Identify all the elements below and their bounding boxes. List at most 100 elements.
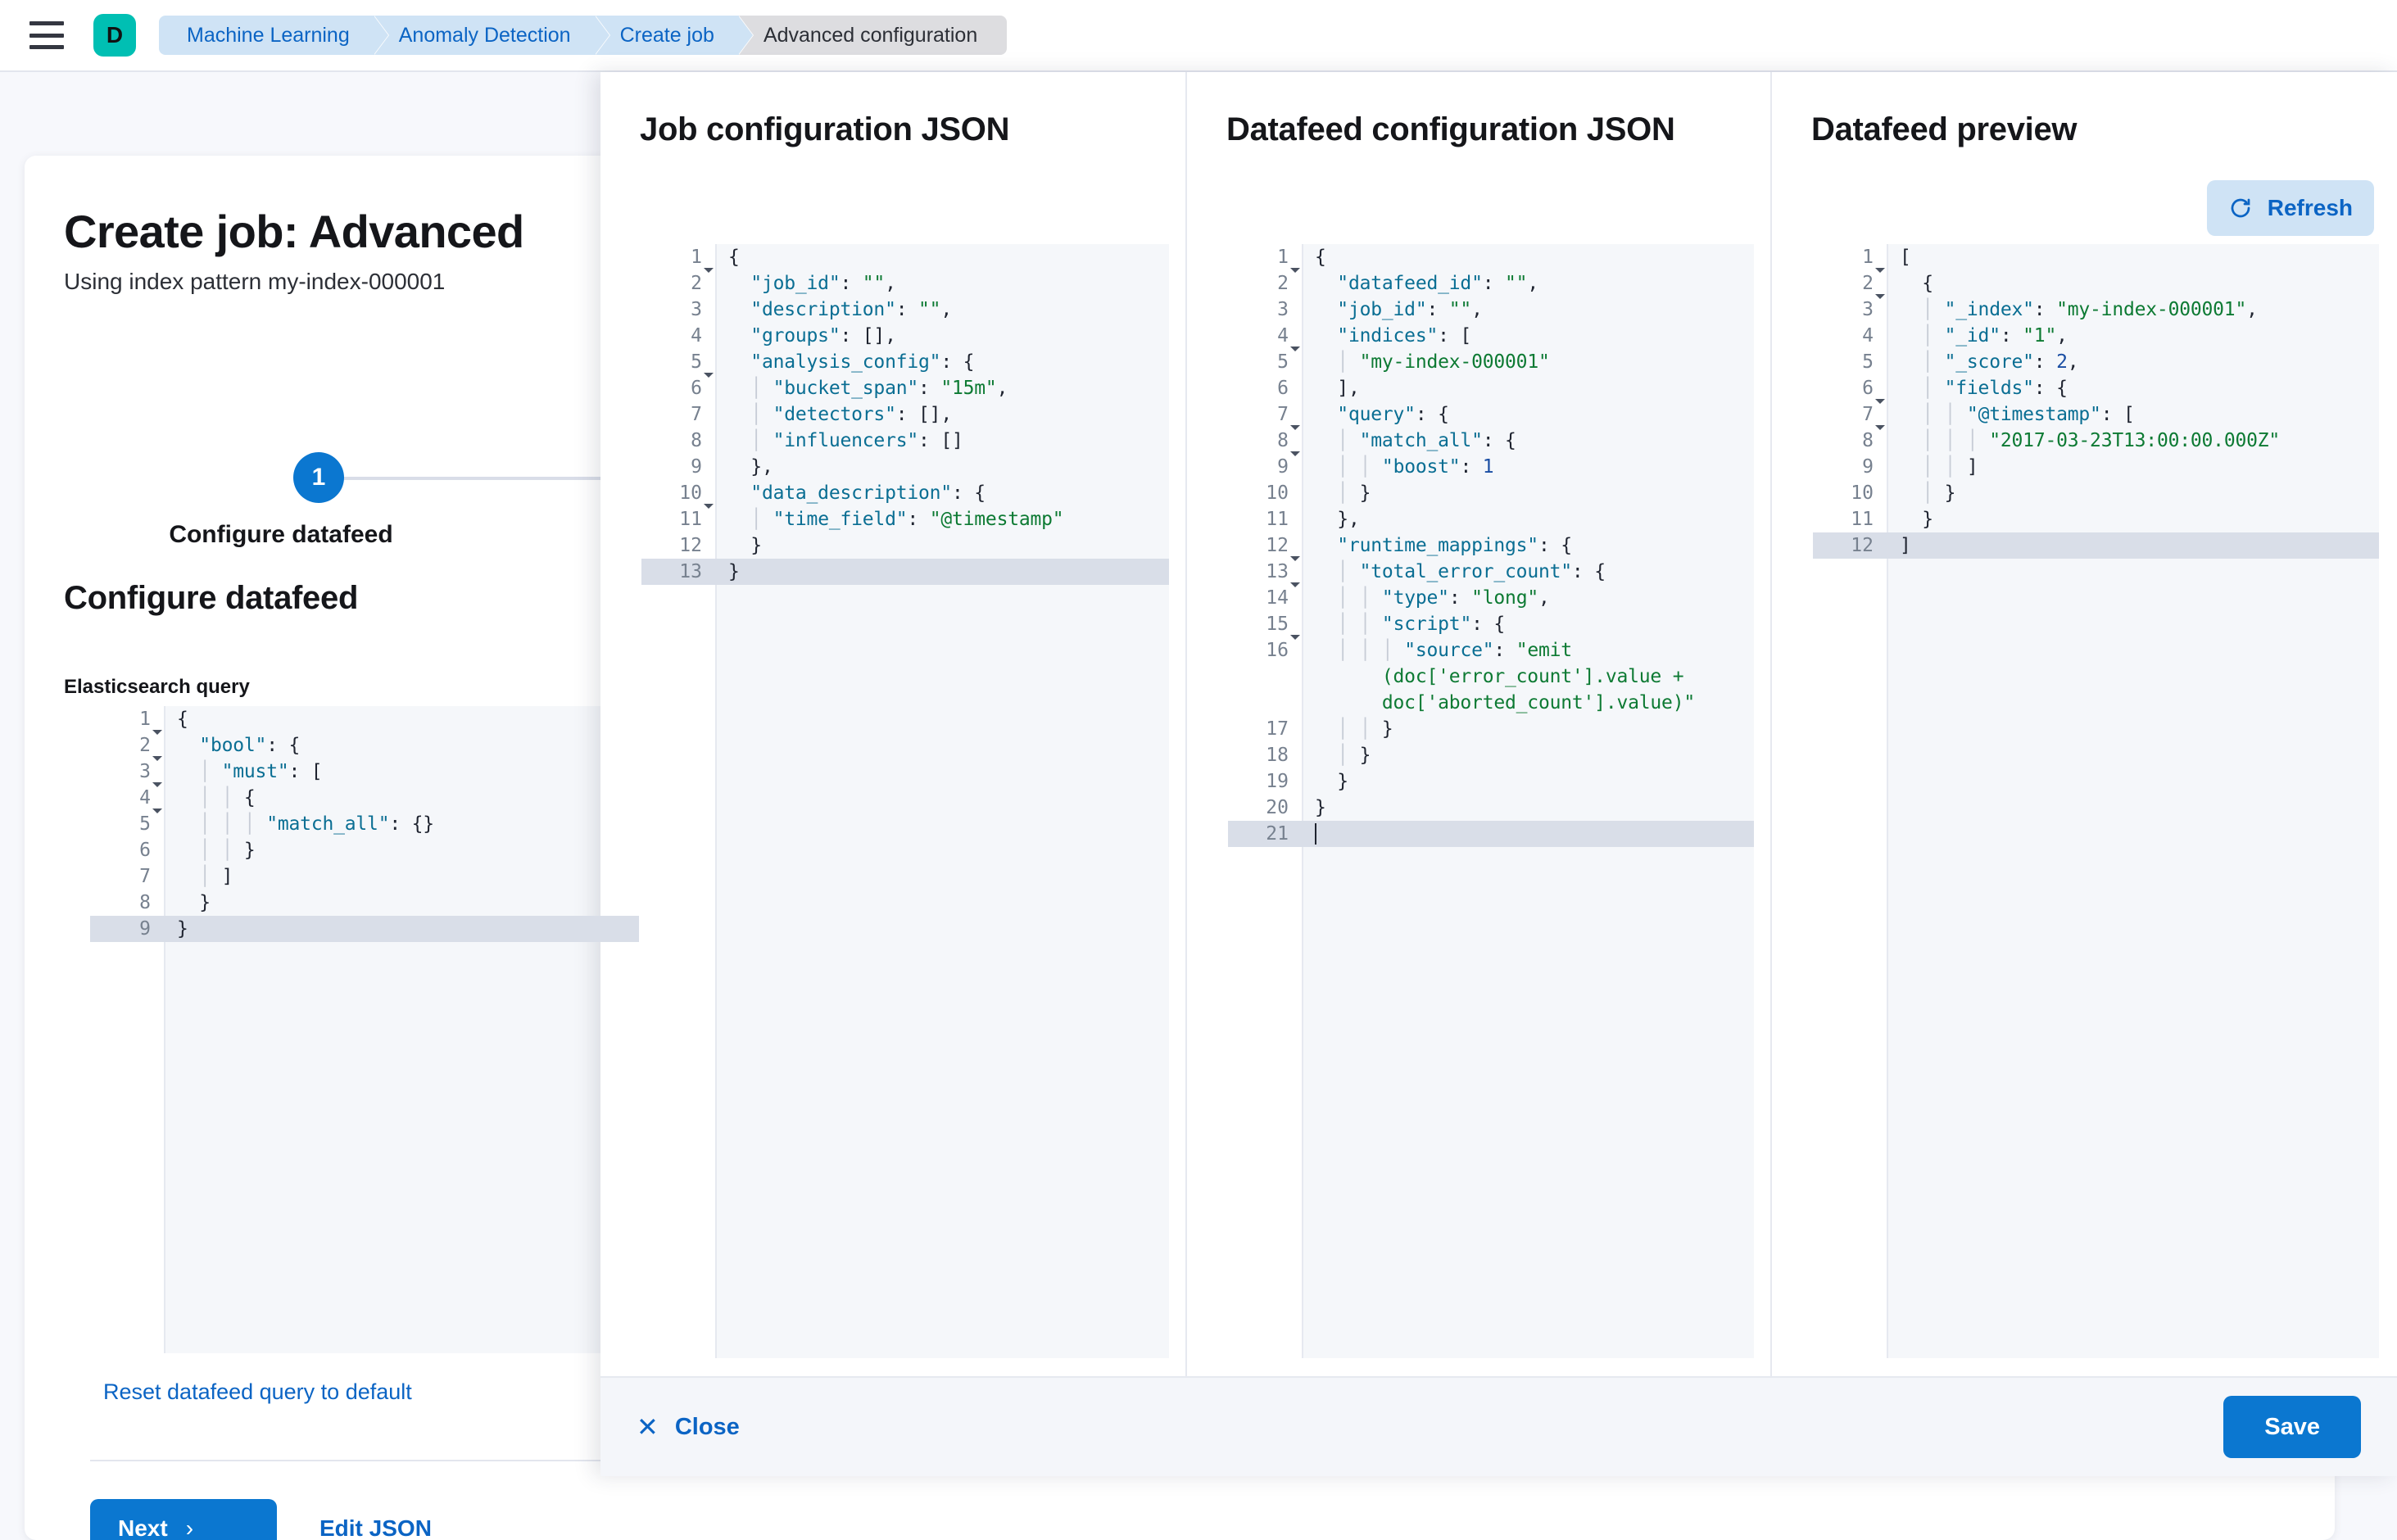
code-line[interactable]: 8 │ "influencers": [] xyxy=(641,428,1169,454)
edit-json-button[interactable]: Edit JSON xyxy=(319,1499,432,1540)
code-line[interactable]: 17 │ │ } xyxy=(1228,716,1754,742)
code-token xyxy=(728,273,750,294)
hamburger-menu-icon[interactable] xyxy=(29,21,64,49)
code-line[interactable]: 6 │ "bucket_span": "15m", xyxy=(641,375,1169,401)
code-line[interactable]: 21 xyxy=(1228,821,1754,847)
code-line[interactable]: 6 │ "fields": { xyxy=(1813,375,2379,404)
code-line[interactable]: 7 │ ] xyxy=(90,863,639,890)
code-line[interactable]: 5 │ "_score": 2, xyxy=(1813,349,2379,375)
code-token: │ xyxy=(199,840,211,861)
line-number: 4 xyxy=(1277,325,1289,346)
code-line[interactable]: 2 "job_id": "", xyxy=(641,270,1169,297)
line-number: 1 xyxy=(139,709,151,730)
code-line[interactable]: 4 │ "_id": "1", xyxy=(1813,323,2379,349)
code-line[interactable]: 3 │ "_index": "my-index-000001", xyxy=(1813,297,2379,323)
editor-lines[interactable]: 1[2 {3 │ "_index": "my-index-000001",4 │… xyxy=(1813,244,2379,559)
code-line[interactable]: 4 "groups": [], xyxy=(641,323,1169,349)
code-line[interactable]: 13} xyxy=(641,559,1169,585)
job-configuration-editor[interactable]: 1{2 "job_id": "",3 "description": "",4 "… xyxy=(600,244,1185,1376)
code-line[interactable]: 1[ xyxy=(1813,244,2379,273)
code-line[interactable]: 8 │ "match_all": { xyxy=(1228,428,1754,456)
line-number: 9 xyxy=(1277,456,1289,478)
code-token: "boost" xyxy=(1381,456,1461,478)
code-line[interactable]: 18 │ } xyxy=(1228,742,1754,768)
space-avatar[interactable]: D xyxy=(93,14,136,57)
code-line[interactable]: 8 │ │ │ "2017-03-23T13:00:00.000Z" xyxy=(1813,428,2379,454)
code-line[interactable]: 11 } xyxy=(1813,506,2379,532)
code-line[interactable]: 11 │ "time_field": "@timestamp" xyxy=(641,506,1169,532)
code-line[interactable]: 12] xyxy=(1813,532,2379,559)
close-button[interactable]: ✕ Close xyxy=(637,1414,740,1441)
code-line[interactable]: 2 { xyxy=(1813,270,2379,299)
code-line[interactable]: 3 "description": "", xyxy=(641,297,1169,323)
line-number: 12 xyxy=(1851,535,1874,556)
code-token: }, xyxy=(1315,509,1360,530)
editor-lines[interactable]: 1{2 "bool": {3 │ "must": [4 │ │ {5 │ │ │… xyxy=(90,706,639,942)
code-token: │ xyxy=(1337,587,1348,609)
code-line[interactable]: 5 "analysis_config": { xyxy=(641,349,1169,378)
code-token: "my-index-000001" xyxy=(1359,351,1550,373)
code-line[interactable]: 11 }, xyxy=(1228,506,1754,532)
reset-datafeed-query-link[interactable]: Reset datafeed query to default xyxy=(103,1379,412,1404)
breadcrumb-item-1[interactable]: Anomaly Detection xyxy=(374,16,609,55)
editor-lines[interactable]: 1{2 "datafeed_id": "",3 "job_id": "",4 "… xyxy=(1228,244,1754,847)
code-token xyxy=(1955,430,1967,451)
code-line[interactable]: 1{ xyxy=(641,244,1169,273)
code-line[interactable]: 1{ xyxy=(1228,244,1754,273)
step-circle-1[interactable]: 1 xyxy=(293,452,344,503)
save-button[interactable]: Save xyxy=(2223,1396,2361,1458)
code-line[interactable]: 5 │ "my-index-000001" xyxy=(1228,349,1754,375)
breadcrumb-item-3[interactable]: Advanced configuration xyxy=(738,16,1008,55)
elasticsearch-query-editor[interactable]: 1{2 "bool": {3 │ "must": [4 │ │ {5 │ │ │… xyxy=(90,706,639,1353)
code-token: : [ xyxy=(288,761,323,782)
code-line[interactable]: 20} xyxy=(1228,795,1754,821)
breadcrumb-item-2[interactable]: Create job xyxy=(595,16,754,55)
code-line[interactable]: 6 ], xyxy=(1228,375,1754,401)
code-token: 1 xyxy=(1482,456,1494,478)
code-line[interactable]: 1{ xyxy=(90,706,639,735)
code-line[interactable]: 12 "runtime_mappings": { xyxy=(1228,532,1754,561)
breadcrumb-item-0[interactable]: Machine Learning xyxy=(159,16,388,55)
code-line[interactable]: 19 } xyxy=(1228,768,1754,795)
code-line[interactable]: 7 │ │ "@timestamp": [ xyxy=(1813,401,2379,430)
code-line[interactable]: 7 │ "detectors": [], xyxy=(641,401,1169,428)
code-line[interactable]: 14 │ │ "type": "long", xyxy=(1228,585,1754,611)
code-line[interactable]: 9 │ │ "boost": 1 xyxy=(1228,454,1754,480)
code-line[interactable]: 4 │ │ { xyxy=(90,785,639,813)
next-button[interactable]: Next › xyxy=(90,1499,277,1540)
code-line[interactable]: 9 │ │ ] xyxy=(1813,454,2379,480)
code-line[interactable]: 10 │ } xyxy=(1813,480,2379,506)
code-line[interactable]: 16 │ │ │ "source": "emit xyxy=(1228,637,1754,664)
datafeed-configuration-editor[interactable]: 1{2 "datafeed_id": "",3 "job_id": "",4 "… xyxy=(1187,244,1770,1376)
code-text: } xyxy=(1303,771,1348,792)
code-token xyxy=(1933,456,1945,478)
code-token: │ xyxy=(1944,456,1956,478)
code-token xyxy=(762,430,773,451)
editor-lines[interactable]: 1{2 "job_id": "",3 "description": "",4 "… xyxy=(641,244,1169,585)
code-line[interactable]: 13 │ "total_error_count": { xyxy=(1228,559,1754,587)
code-line[interactable]: 4 "indices": [ xyxy=(1228,323,1754,351)
refresh-button[interactable]: Refresh xyxy=(2206,180,2374,236)
code-line[interactable]: 8 } xyxy=(90,890,639,916)
datafeed-preview-editor[interactable]: 1[2 {3 │ "_index": "my-index-000001",4 │… xyxy=(1772,244,2395,1376)
next-button-label: Next xyxy=(118,1515,168,1540)
code-line[interactable]: 2 "datafeed_id": "", xyxy=(1228,270,1754,297)
line-number: 7 xyxy=(1862,404,1874,425)
code-token: : xyxy=(1426,299,1449,320)
code-line[interactable]: 9} xyxy=(90,916,639,942)
code-text: │ │ │ "2017-03-23T13:00:00.000Z" xyxy=(1888,430,2280,451)
code-line[interactable]: 5 │ │ │ "match_all": {} xyxy=(90,811,639,837)
code-line[interactable]: 12 } xyxy=(641,532,1169,559)
code-line[interactable]: 3 │ "must": [ xyxy=(90,759,639,787)
code-line[interactable]: 9 }, xyxy=(641,454,1169,480)
code-token: │ xyxy=(199,787,211,808)
code-line[interactable]: 15 │ │ "script": { xyxy=(1228,611,1754,640)
code-line[interactable]: 6 │ │ } xyxy=(90,837,639,863)
code-line[interactable]: 10 "data_description": { xyxy=(641,480,1169,509)
code-line[interactable]: 3 "job_id": "", xyxy=(1228,297,1754,323)
code-line[interactable]: 10 │ } xyxy=(1228,480,1754,506)
code-token xyxy=(728,351,750,373)
code-line[interactable]: 7 "query": { xyxy=(1228,401,1754,430)
code-line[interactable]: 2 "bool": { xyxy=(90,732,639,761)
